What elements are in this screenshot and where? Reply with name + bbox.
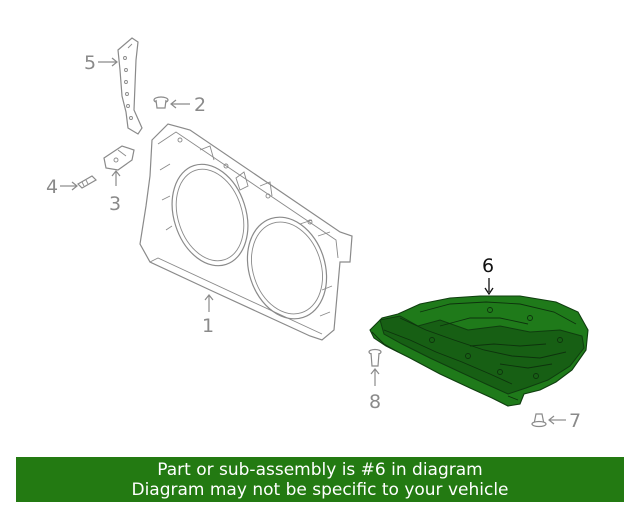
callout-1-label: 1 — [202, 315, 214, 337]
splash-shield-part-6[interactable] — [369, 295, 589, 407]
callout-5: 5 — [84, 52, 118, 74]
callout-2: 2 — [170, 94, 206, 116]
info-banner: Part or sub-assembly is #6 in diagram Di… — [16, 457, 624, 502]
radiator-support-frame-part[interactable] — [139, 123, 353, 341]
banner-line-2: Diagram may not be specific to your vehi… — [131, 480, 509, 500]
upright-support-part[interactable] — [117, 37, 143, 135]
callout-4-label: 4 — [46, 176, 58, 198]
clip-part-2[interactable] — [153, 96, 169, 109]
parts-diagram: 5 2 3 4 — [46, 37, 589, 432]
callout-2-label: 2 — [194, 94, 206, 116]
bracket-part-3[interactable] — [103, 145, 135, 171]
bolt-part-4[interactable] — [77, 175, 97, 189]
callout-3-label: 3 — [109, 193, 121, 215]
callout-8: 8 — [369, 368, 381, 413]
banner-line-1: Part or sub-assembly is #6 in diagram — [157, 460, 483, 480]
callout-6: 6 — [482, 255, 494, 296]
callout-3: 3 — [109, 170, 121, 215]
callout-7: 7 — [548, 410, 581, 432]
clip-part-7[interactable] — [531, 413, 547, 428]
callout-4: 4 — [46, 176, 78, 198]
push-pin-part-8[interactable] — [368, 348, 382, 367]
callout-7-label: 7 — [569, 410, 581, 432]
callout-6-label: 6 — [482, 255, 494, 277]
callout-1: 1 — [202, 294, 214, 337]
callout-5-label: 5 — [84, 52, 96, 74]
callout-8-label: 8 — [369, 391, 381, 413]
